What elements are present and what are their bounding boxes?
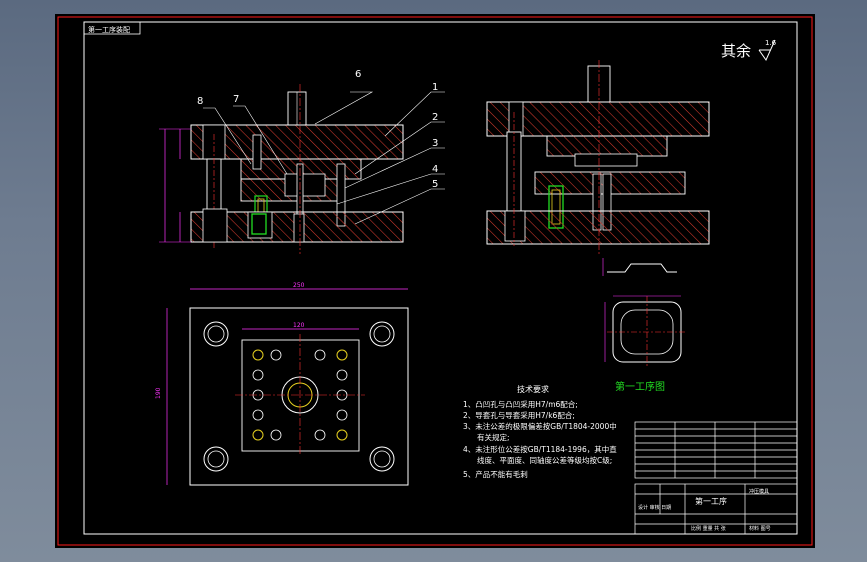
title-block-right-top: 冲压模具: [749, 488, 769, 495]
plan-view: [166, 288, 409, 486]
title-block-left: 设计 审核 日期: [638, 504, 671, 511]
part-no-3: 3: [432, 138, 438, 149]
title-tag-box: [83, 21, 141, 35]
part-no-8: 8: [197, 96, 203, 107]
dim-width-top: 250: [293, 282, 305, 289]
part-no-1: 1: [432, 82, 438, 93]
tech-req-heading: 技术要求: [517, 384, 549, 394]
title-block-right-bottom: 材料 图号: [749, 525, 771, 532]
process-part-views: [602, 258, 687, 368]
part-no-6: 6: [355, 69, 361, 80]
roughness-value: 1.6: [765, 39, 777, 47]
part-no-7: 7: [233, 94, 239, 105]
tech-req-1: 1、凸凹孔与凸凹采用H7/m6配合;: [463, 399, 578, 409]
tech-req-3: 3、未注公差的极限偏差按GB/T1804-2000中: [463, 421, 617, 431]
tech-req-4b: 线度、平面度、同轴度公差等级均按C级;: [477, 455, 612, 465]
outer-frame: [57, 16, 813, 546]
part-no-2: 2: [432, 112, 438, 123]
tech-req-4: 4、未注形位公差按GB/T1184-1996，其中直: [463, 444, 617, 454]
title-block-name: 第一工序: [695, 496, 727, 506]
dim-height-side: 190: [155, 387, 162, 399]
part-no-5: 5: [432, 179, 438, 190]
drawing-border: [83, 21, 798, 535]
cad-viewport[interactable]: 第一工序装配 其余 1.6: [55, 14, 815, 548]
process-caption: 第一工序图: [615, 380, 665, 393]
tech-req-3b: 有关规定;: [477, 432, 510, 442]
tech-req-2: 2、导套孔与导套采用H7/k6配合;: [463, 410, 575, 420]
tech-req-5: 5、产品不能有毛刺: [463, 469, 528, 479]
right-section-view: [486, 60, 710, 254]
title-block-bottom: 比例 重量 共 张: [691, 525, 726, 532]
left-section-view: [159, 84, 404, 254]
roughness-label: 其余: [721, 42, 751, 60]
part-leaders: [203, 91, 445, 225]
roughness-symbol: [758, 39, 776, 62]
title-tag: 第一工序装配: [88, 25, 130, 34]
part-no-4: 4: [432, 164, 438, 175]
die-assembly-drawing: 第一工序装配 其余 1.6: [57, 16, 813, 546]
dim-width-inner: 120: [293, 322, 305, 329]
title-block: [634, 421, 798, 535]
